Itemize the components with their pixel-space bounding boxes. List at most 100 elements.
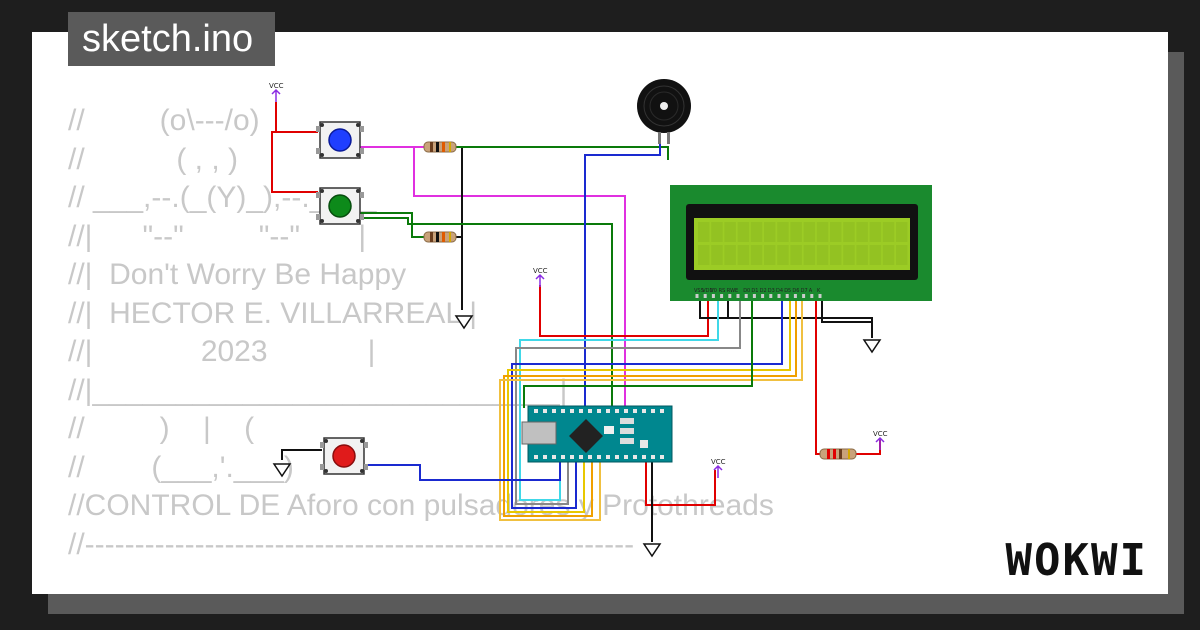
lcd-pin[interactable] <box>744 294 748 298</box>
wire-lcd-d5 <box>507 296 791 513</box>
arduino-pin[interactable] <box>633 409 637 413</box>
wire-lcd-d7 <box>499 296 803 521</box>
resistors <box>423 141 857 460</box>
vcc-symbols: VCC VCC VCC VCC <box>269 82 888 478</box>
wires <box>271 102 881 542</box>
lcd-cell <box>843 222 855 242</box>
lcd-pin-label: D1 <box>751 288 758 294</box>
lcd-pin[interactable] <box>785 294 789 298</box>
arduino-pin[interactable] <box>588 455 592 459</box>
lcd-pin-label: D6 <box>792 288 799 294</box>
lcd-cell <box>750 245 763 265</box>
code-line: //| Don't Worry Be Happy <box>68 258 407 291</box>
ground-symbols <box>272 315 882 558</box>
resistor-2 <box>423 231 457 243</box>
lcd-pin[interactable] <box>761 294 765 298</box>
lcd-pin[interactable] <box>810 294 814 298</box>
arduino-pin[interactable] <box>579 455 583 459</box>
arduino-pin[interactable] <box>633 455 637 459</box>
lcd-cell <box>896 222 908 242</box>
arduino-pin[interactable] <box>597 455 601 459</box>
code-line: //--------------------------------------… <box>68 527 635 561</box>
code-line: // (o\---/o) <box>68 104 260 137</box>
lcd-pin[interactable] <box>736 294 740 298</box>
pushbutton-red[interactable] <box>320 437 368 475</box>
lcd-cell <box>724 245 736 265</box>
arduino-pin[interactable] <box>579 409 583 413</box>
arduino-pin[interactable] <box>561 409 565 413</box>
arduino-pin[interactable] <box>588 409 592 413</box>
preview-card: // (o\---/o)// ( , , )// ___,--.(_(Y)_),… <box>32 32 1168 594</box>
lcd-cell <box>764 222 776 242</box>
arduino-pin[interactable] <box>552 455 556 459</box>
lcd-cell <box>737 222 750 242</box>
lcd-pin-label: RW <box>727 288 735 294</box>
arduino-pin[interactable] <box>534 455 538 459</box>
lcd-pin-label: D4 <box>776 288 783 294</box>
sketch-title-badge[interactable]: sketch.ino <box>68 12 276 66</box>
pushbutton-blue[interactable] <box>316 121 364 159</box>
svg-text:VCC: VCC <box>269 82 284 90</box>
arduino-pin[interactable] <box>642 409 646 413</box>
lcd-pin[interactable] <box>720 294 724 298</box>
arduino-pin[interactable] <box>561 455 565 459</box>
lcd-pin-label: A <box>809 288 813 294</box>
arduino-pin[interactable] <box>615 409 619 413</box>
arduino-pin[interactable] <box>543 409 547 413</box>
code-line: //|____________________________| <box>68 373 568 407</box>
resistor-1 <box>423 141 457 153</box>
arduino-pin[interactable] <box>624 409 628 413</box>
lcd-pin-label: D2 <box>760 288 767 294</box>
wokwi-logo: WOKWI <box>1005 535 1148 586</box>
lcd-pin[interactable] <box>752 294 756 298</box>
lcd-pin[interactable] <box>703 294 707 298</box>
wire-red-button-pin <box>364 460 561 481</box>
pushbutton-green[interactable] <box>316 187 364 225</box>
lcd-pin[interactable] <box>695 294 699 298</box>
lcd-pin-label: K <box>817 288 821 294</box>
lcd-pin[interactable] <box>818 294 822 298</box>
arduino-pin[interactable] <box>597 409 601 413</box>
lcd-pin[interactable] <box>769 294 773 298</box>
code-line: //| "--" "--" | <box>68 219 367 253</box>
lcd-pin-label: VDD <box>702 288 713 294</box>
arduino-pin[interactable] <box>534 409 538 413</box>
usb-port-icon <box>521 421 557 445</box>
lcd-cell <box>737 245 750 265</box>
arduino-pin[interactable] <box>543 455 547 459</box>
arduino-pin[interactable] <box>651 409 655 413</box>
lcd-pin-label: D3 <box>768 288 775 294</box>
vcc-arrow-icon: VCC <box>873 430 888 450</box>
arduino-pin[interactable] <box>606 409 610 413</box>
arduino-pin[interactable] <box>615 455 619 459</box>
arduino-pin[interactable] <box>660 409 664 413</box>
arduino-pin[interactable] <box>660 455 664 459</box>
arduino-pin[interactable] <box>642 455 646 459</box>
lcd-pin[interactable] <box>728 294 732 298</box>
lcd-cell <box>698 245 710 265</box>
wire-lcd-rs <box>519 296 719 501</box>
lcd-pin[interactable] <box>793 294 797 298</box>
buzzer-icon[interactable] <box>637 79 691 144</box>
lcd-pin-label: VSS <box>694 288 704 294</box>
arduino-pin[interactable] <box>651 455 655 459</box>
arduino-pin[interactable] <box>606 455 610 459</box>
lcd-cell <box>790 222 802 242</box>
lcd-cell <box>896 245 908 265</box>
lcd-pin-label: V0 <box>710 288 717 294</box>
arduino-pin[interactable] <box>552 409 556 413</box>
lcd-cell <box>856 222 868 242</box>
arduino-pin[interactable] <box>624 455 628 459</box>
lcd-pin[interactable] <box>802 294 806 298</box>
arduino-pin[interactable] <box>570 409 574 413</box>
lcd-character-grid <box>698 222 908 265</box>
arduino-pin[interactable] <box>570 455 574 459</box>
wire-lcd-d4 <box>511 296 783 509</box>
lcd-cell <box>711 245 723 265</box>
lcd-pin[interactable] <box>711 294 715 298</box>
svg-text:VCC: VCC <box>711 458 726 466</box>
lcd-pin[interactable] <box>777 294 781 298</box>
wire-red-button-ground <box>281 449 322 460</box>
